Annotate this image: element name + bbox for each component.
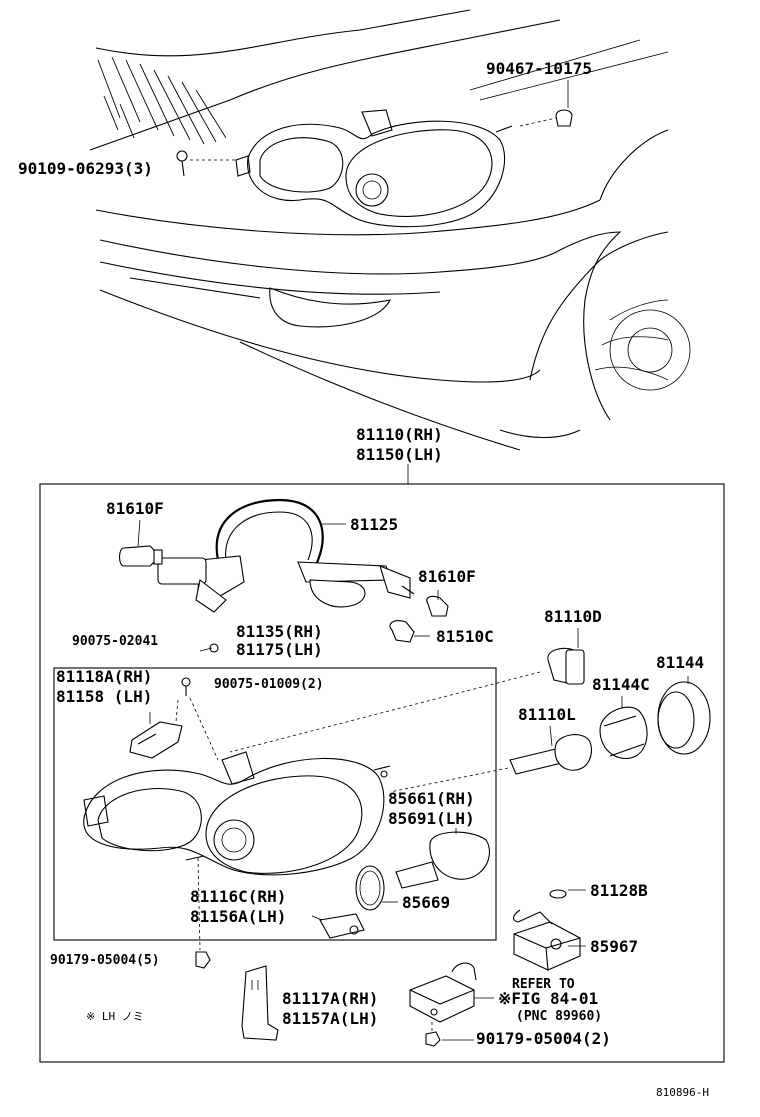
- label-bulb-small: 81510C: [436, 627, 494, 646]
- label-leveler-rh: 85661(RH): [388, 789, 475, 808]
- bulb-hid-icon: [389, 725, 593, 793]
- label-nut-a: 90179-05004(5): [50, 953, 160, 968]
- label-refer-2: ※FIG 84-01: [498, 989, 598, 1008]
- label-socket-rh: 81135(RH): [236, 622, 323, 641]
- footer-code: 810896-H: [656, 1086, 709, 1099]
- label-refer-3: (PNC 89960): [516, 1009, 602, 1024]
- label-screw-left: 90109-06293(3): [18, 159, 153, 178]
- clip-top-icon: [519, 80, 573, 127]
- screw-left-icon: [176, 150, 236, 177]
- label-socket-wire: 81125: [350, 515, 398, 534]
- label-screw-b: 90075-01009(2): [214, 677, 324, 692]
- bracket-icon: [129, 699, 183, 759]
- label-bracket-lh: 81158 (LH): [56, 687, 152, 706]
- label-bracket2-rh: 81117A(RH): [282, 989, 378, 1008]
- bulb-small-icon: [389, 620, 430, 643]
- car-front-illustration: [89, 9, 691, 451]
- label-bulb-hb: 81110D: [544, 607, 602, 626]
- label-clip-top: 90467-10175: [486, 59, 592, 78]
- bracket2-icon: [241, 965, 279, 1041]
- headlamp-assembly-icon: [83, 751, 391, 951]
- label-bracket2-lh: 81157A(LH): [282, 1009, 378, 1028]
- label-gasket: 81128B: [590, 881, 648, 900]
- grille-hatching: [97, 56, 227, 145]
- label-ring: 85669: [402, 893, 450, 912]
- ring-icon: [355, 865, 385, 911]
- control-unit-icon: [409, 962, 494, 1023]
- label-bulb-right: 81610F: [418, 567, 476, 586]
- bulb-right-icon: [426, 595, 449, 617]
- assembly-rh-label: 81110(RH): [356, 425, 443, 444]
- label-ballast: 85967: [590, 937, 638, 956]
- inner-frame: [53, 667, 497, 941]
- screw-a-icon: [199, 643, 219, 653]
- label-screw-a: 90075-02041: [72, 634, 158, 649]
- label-cap: 81144C: [592, 675, 650, 694]
- label-bracket-rh: 81118A(RH): [56, 667, 152, 686]
- retainer-icon: [311, 913, 365, 939]
- label-bulb-left: 81610F: [106, 499, 164, 518]
- car-headlamp: [235, 109, 513, 228]
- socket-wire-harness: [157, 498, 415, 613]
- ballast-icon: [512, 909, 581, 971]
- label-bulb-hid: 81110L: [518, 705, 576, 724]
- assembly-lh-label: 81150(LH): [356, 445, 443, 464]
- cap-ring-icon: [657, 676, 711, 755]
- bulb-left-icon: [118, 545, 163, 567]
- label-nut-b: 90179-05004(2): [476, 1029, 611, 1048]
- screw-b-icon: [181, 677, 219, 761]
- label-retainer-lh: 81156A(LH): [190, 907, 286, 926]
- label-retainer-rh: 81116C(RH): [190, 887, 286, 906]
- leveler-icon: [395, 828, 490, 889]
- nut-a-icon: [195, 951, 211, 969]
- assembly-frame: [39, 483, 725, 1063]
- label-socket-lh: 81175(LH): [236, 640, 323, 659]
- gasket-icon: [549, 889, 567, 899]
- label-refer-1: REFER TO: [512, 977, 575, 992]
- note-lh-only: ※ LH ノミ: [86, 1010, 144, 1023]
- label-cap-ring: 81144: [656, 653, 704, 672]
- label-leveler-lh: 85691(LH): [388, 809, 475, 828]
- bulb-hb-icon: [229, 628, 585, 753]
- nut-b-icon: [425, 1022, 474, 1047]
- cap-icon: [599, 696, 648, 759]
